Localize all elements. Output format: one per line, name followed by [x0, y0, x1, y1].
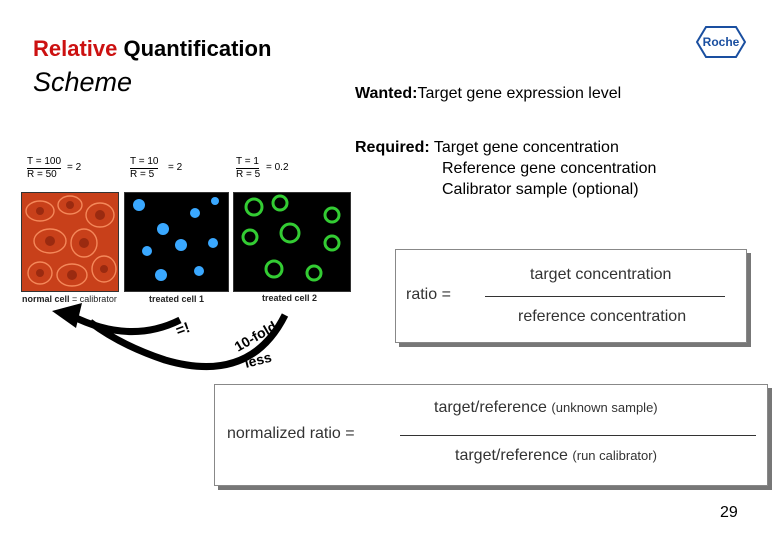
ratio-formula-box: ratio = target concentration reference c… [395, 249, 747, 343]
ratio-label: ratio = [406, 286, 451, 303]
normalized-numerator: target/reference (unknown sample) [434, 399, 658, 417]
ratio-denominator: reference concentration [518, 308, 687, 325]
title-quantification: Quantification [117, 36, 272, 61]
panel1-result: = 2 [67, 162, 82, 173]
normalized-ratio-formula-box: normalized ratio = target/reference (unk… [214, 384, 768, 486]
page-number: 29 [720, 504, 738, 521]
roche-logo: Roche [695, 25, 747, 59]
treated-cell-1-image [124, 192, 229, 292]
equal-label: =! [174, 319, 193, 340]
panel2-target: T = 10 [130, 156, 159, 169]
required-item-target: Target gene concentration [433, 139, 619, 156]
arrowhead-normal [52, 303, 82, 328]
wanted-text: Target gene expression level [417, 85, 622, 102]
denominator-note: (run calibrator) [572, 448, 657, 463]
required-item-calibrator: Calibrator sample (optional) [442, 181, 639, 198]
title-relative: Relative [33, 36, 118, 61]
panel3-reference: R = 5 [236, 169, 261, 180]
wanted-label: Wanted: [355, 85, 418, 102]
normalized-numerator-text: target/reference [434, 399, 547, 416]
ratio-numerator: target concentration [530, 266, 672, 283]
calibrator-label: = calibrator [72, 294, 117, 304]
panel1-target: T = 100 [27, 156, 62, 169]
panel1-reference: R = 50 [27, 169, 57, 180]
ratio-fraction-line [485, 296, 725, 297]
normal-cell-caption: normal cell = calibrator [22, 294, 117, 304]
panel3-result: = 0.2 [266, 162, 289, 173]
treated-cell-2-caption: treated cell 2 [262, 293, 318, 303]
normal-cell-label: normal cell [22, 294, 70, 304]
slide-title: Relative Quantification [33, 36, 271, 62]
normalized-denominator: target/reference (run calibrator) [455, 447, 657, 465]
slide-subtitle: Scheme [33, 67, 133, 97]
panel2-fraction: T = 10 R = 5 = 2 [130, 156, 210, 181]
treated-cell-2-image [233, 192, 351, 292]
panel3-target: T = 1 [236, 156, 259, 169]
required-statement: Required: Target gene concentration Refe… [355, 137, 656, 200]
treated-cell-1-caption: treated cell 1 [149, 294, 205, 304]
less-label: less [243, 349, 274, 371]
required-label: Required: [355, 139, 430, 156]
normalized-denominator-text: target/reference [455, 447, 568, 464]
panel1-fraction: T = 100 R = 50 = 2 [27, 156, 107, 181]
numerator-note: (unknown sample) [551, 400, 658, 415]
arrow-cell2-to-normal [87, 313, 289, 370]
arrow-cell1-to-normal [70, 312, 182, 336]
panel2-result: = 2 [168, 162, 183, 173]
required-item-reference: Reference gene concentration [442, 160, 657, 177]
normal-cell-image [21, 192, 119, 292]
panel2-reference: R = 5 [130, 169, 155, 180]
logo-text: Roche [703, 35, 740, 49]
normalized-ratio-label: normalized ratio = [227, 425, 355, 442]
panel3-fraction: T = 1 R = 5 = 0.2 [236, 156, 316, 181]
wanted-statement: Wanted:Target gene expression level [355, 85, 621, 103]
normalized-fraction-line [400, 435, 756, 436]
